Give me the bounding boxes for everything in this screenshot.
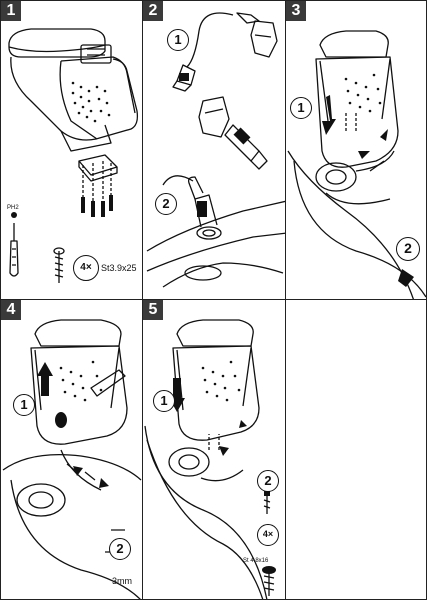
armrest-installation-drawing [287, 30, 426, 299]
panel-step-1: 1 [0, 0, 143, 300]
panel-empty [285, 299, 427, 600]
panel-step-5: 5 [142, 299, 286, 600]
quantity-badge: 4× [73, 255, 99, 281]
callout-2: 2 [155, 193, 177, 215]
panel-step-2: 2 [142, 0, 286, 300]
screw-spec-label: St3.9x25 [101, 263, 137, 273]
callout-2: 2 [257, 470, 279, 492]
usb-charger-drawing [146, 12, 285, 288]
step-number-badge: 1 [1, 1, 21, 21]
hex-key-size: 3mm [112, 576, 132, 586]
callout-1: 1 [153, 390, 175, 412]
step-number-badge: 5 [143, 300, 163, 320]
callout-2: 2 [109, 538, 131, 560]
panel-step-3: 3 [285, 0, 427, 300]
armrest-adjustment-drawing [2, 319, 142, 599]
step-number-badge: 4 [1, 300, 21, 320]
step-number-badge: 3 [286, 1, 306, 21]
callout-1: 1 [290, 97, 312, 119]
screw-spec-label: St 4.8x16 [243, 558, 269, 564]
callout-1: 1 [167, 29, 189, 51]
callout-1: 1 [13, 394, 35, 416]
armrest-exploded-drawing [8, 28, 139, 283]
armrest-final-fixing-drawing [144, 319, 276, 599]
panel-step-4: 4 [0, 299, 143, 600]
step-number-badge: 2 [143, 1, 163, 21]
callout-2: 2 [396, 237, 420, 261]
tool-caption: PH2 [7, 205, 19, 211]
quantity-badge: 4× [257, 524, 279, 546]
